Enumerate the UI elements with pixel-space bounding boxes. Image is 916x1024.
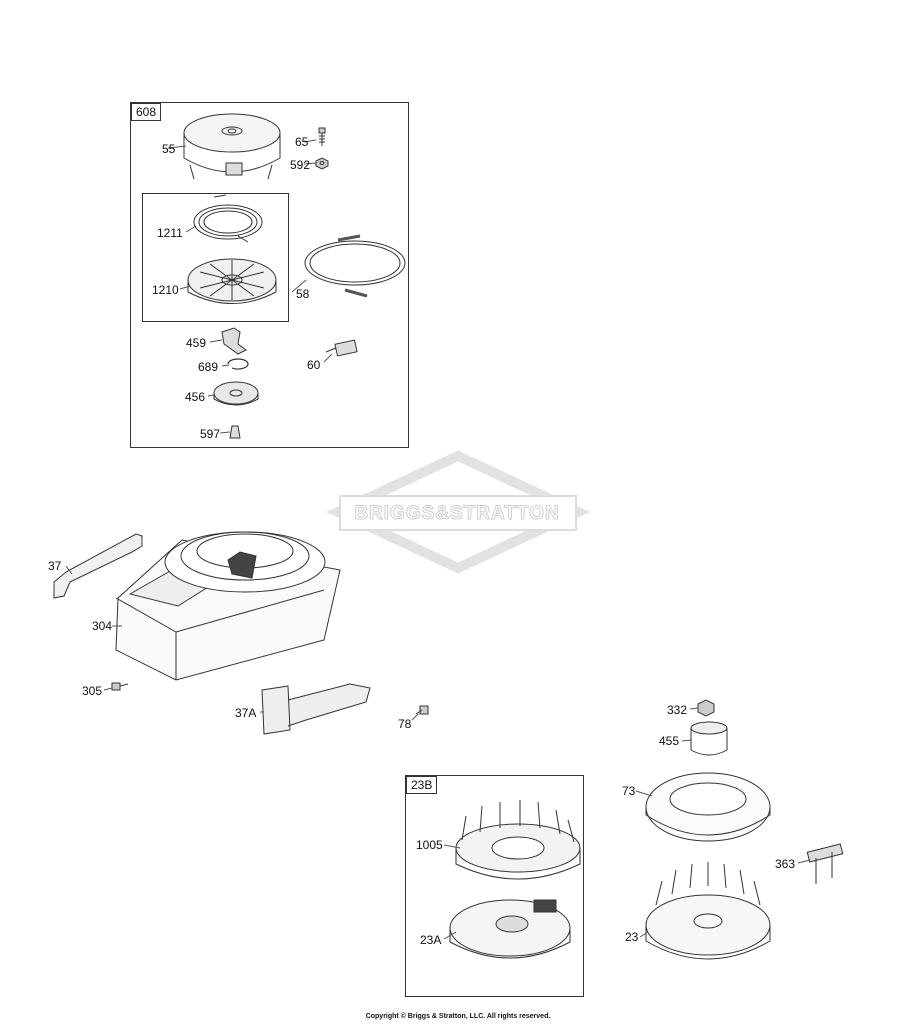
pulley-drawing [187, 258, 277, 304]
part-label-1211: 1211 [157, 226, 183, 240]
part-label-58: 58 [296, 287, 310, 301]
kit-23B-frame [405, 775, 584, 997]
starter-cup-drawing [690, 721, 728, 756]
part-label-305: 305 [82, 684, 103, 698]
starter-handle-drawing [325, 339, 358, 357]
flywheel-23-drawing [645, 862, 771, 960]
fan-1005-drawing [455, 800, 581, 880]
blower-housing-drawing [115, 531, 341, 681]
part-label-455: 455 [659, 734, 680, 748]
part-label-459: 459 [186, 336, 207, 350]
part-label-592: 592 [290, 158, 311, 172]
part-label-55: 55 [162, 142, 176, 156]
part-label-304: 304 [92, 619, 113, 633]
part-label-363: 363 [775, 857, 796, 871]
kit-23B-tag: 23B [406, 776, 438, 794]
watermark-brand-text: BRIGGS&STRATTON [354, 503, 560, 525]
part-label-456: 456 [185, 390, 206, 404]
ratchet-drawing [213, 381, 259, 406]
screw-597-drawing [229, 425, 241, 439]
copyright-notice: Copyright © Briggs & Stratton, LLC. All … [365, 1013, 551, 1020]
bracket-363-drawing [806, 843, 844, 884]
starter-rope-drawing [304, 234, 406, 298]
part-label-65: 65 [295, 135, 309, 149]
part-label-73: 73 [622, 784, 636, 798]
part-label-23A: 23A [420, 933, 442, 947]
part-label-689: 689 [198, 360, 219, 374]
kit-608-frame [130, 102, 409, 448]
part-label-1005: 1005 [416, 838, 443, 852]
kit-1210-1211-frame [142, 193, 289, 322]
flywheel-23A-drawing [449, 899, 571, 959]
part-label-332: 332 [667, 703, 688, 717]
starter-housing-drawing [183, 113, 281, 180]
baffle-37A-drawing [261, 683, 371, 735]
rewind-spring-drawing [193, 194, 263, 243]
leader-lines [65, 139, 811, 940]
pawl-drawing [221, 327, 247, 355]
rotating-screen-drawing [645, 772, 771, 842]
part-label-597: 597 [200, 427, 221, 441]
nut-332-drawing [697, 699, 715, 717]
screw-305-drawing [111, 682, 129, 691]
bolt-65-drawing [318, 127, 326, 146]
part-label-78: 78 [398, 717, 412, 731]
part-label-1210: 1210 [152, 283, 179, 297]
retainer-ring-drawing [227, 358, 249, 370]
kit-608-tag: 608 [131, 103, 162, 121]
part-label-60: 60 [307, 358, 321, 372]
part-label-23: 23 [625, 930, 639, 944]
part-label-37A: 37A [235, 706, 257, 720]
screw-78-drawing [415, 705, 429, 715]
nut-592-drawing [315, 157, 329, 170]
part-label-37: 37 [48, 559, 62, 573]
baffle-37-drawing [53, 533, 143, 599]
